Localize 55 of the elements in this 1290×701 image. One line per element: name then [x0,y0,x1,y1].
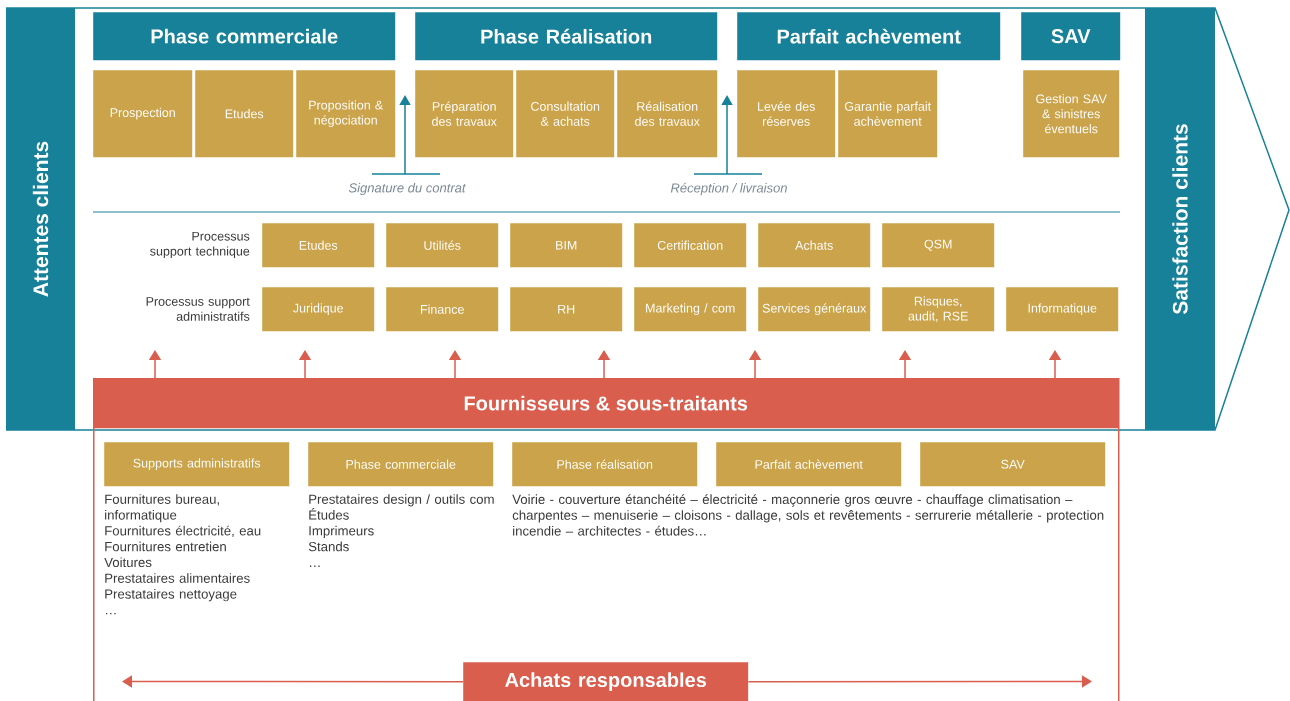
process-box: Garantie parfait achèvement [838,70,938,158]
node-label: … [106,612,116,615]
supplier-list: Prestataires design / outils com Études Imprimeurs Stands … [308,494,494,567]
support-box: Certification [634,223,747,268]
milestone-label: Signature du contrat [348,182,466,196]
support-box: Juridique [262,287,375,332]
node-label: Imprimeurs [309,525,374,539]
process-box: Préparation des travaux [415,70,514,158]
row-label: Processus support administratifs [146,297,250,321]
title-box: Achats responsables [463,662,749,701]
node-label: Prestataires alimentaires [105,573,250,583]
support-box: Etudes [262,223,375,268]
process-box: Proposition & négociation [296,70,396,158]
category-box: Supports administratifs [104,442,290,487]
category-box: Phase réalisation [512,442,698,487]
milestone-label: Réception / livraison [670,182,787,196]
process-box: Gestion SAV & sinistres éventuels [1023,70,1120,158]
support-box: Utilités [386,223,499,268]
node-label: Voitures [104,557,152,568]
support-box: Risques, audit, RSE [882,287,995,332]
node-label: Fournitures bureau, informatique [105,494,219,523]
phase-header: Phase commerciale [93,12,396,61]
process-box: Consultation & achats [516,70,615,158]
support-box: Achats [758,223,871,268]
process-box: Prospection [93,70,193,158]
supplier-text: Voirie - couverture étanchéité – électricité - maçonnerie gros œuvre - chauffage climatisation – charpentes – menuiserie – cloisons - dallage, sols et revêtements - serrurerie métallerie - protection incendie – architectes - études… [512,494,1104,536]
support-box: Services généraux [758,287,871,332]
category-box: Phase commerciale [308,442,494,487]
support-box: Finance [386,287,499,332]
node-label: … [310,565,320,567]
node-label: Fournitures entretien [105,541,226,552]
supplier-list: Fournitures bureau, informatique Fournitures électricité, eau Fournitures entretien Voitures Prestataires alimentaires Prestataires nettoyage … [104,494,261,615]
side-band: Attentes clients [6,8,75,430]
side-band: Satisfaction clients [1145,8,1215,430]
node-label: Prestataires design / outils com [309,494,494,507]
arrow [122,675,464,688]
node-label: Études [309,508,349,520]
phase-header: SAV [1021,12,1121,61]
support-box: Informatique [1006,287,1119,332]
category-box: SAV [920,442,1106,487]
node-label: Stands [308,541,349,552]
phase-header: Phase Réalisation [415,12,718,61]
support-box: QSM [882,223,995,268]
row-label: Processus support technique [150,231,250,259]
support-box: Marketing / com [634,287,747,332]
support-box: BIM [510,223,623,268]
node-label: Prestataires nettoyage [105,588,237,602]
support-box: RH [510,287,623,332]
category-box: Parfait achèvement [716,442,902,487]
phase-header: Parfait achèvement [737,12,1001,61]
process-box: Etudes [195,70,294,158]
node-label: Fournitures électricité, eau [105,525,261,538]
arrow [747,675,1092,688]
process-box: Réalisation des travaux [617,70,718,158]
process-box: Levée des réserves [737,70,836,158]
